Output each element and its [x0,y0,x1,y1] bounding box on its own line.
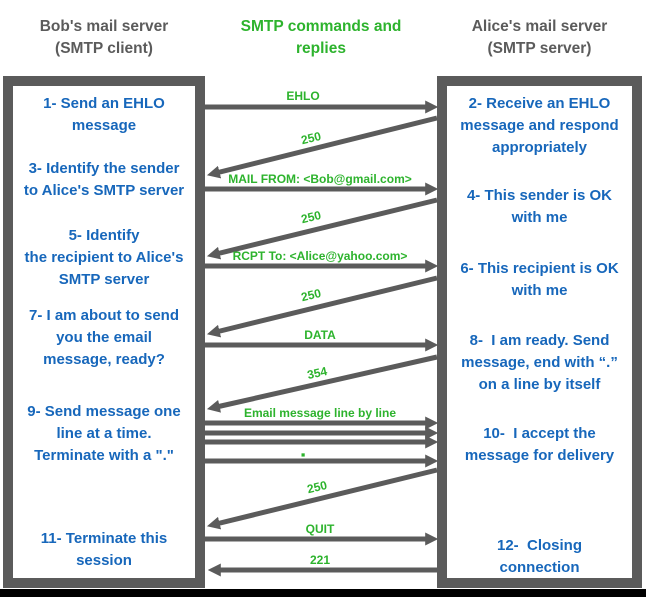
arrow-reply-250-4 [206,467,438,530]
arrow-label-250-4: 250 [306,478,329,496]
server-step-2: 2- Receive an EHLO message and respond a… [460,95,619,156]
arrow-reply-250-3 [206,275,438,338]
arrow-label-221: 221 [310,553,330,567]
arrow-label-354: 354 [306,364,329,382]
client-step-9: 9- Send message one line at a time. Term… [27,403,181,464]
server-box: 2- Receive an EHLO message and respond a… [437,76,642,588]
arrow-reply-354 [206,354,438,413]
client-header: Bob's mail server (SMTP client) [39,18,169,57]
arrow-label-mail-from: MAIL FROM: <Bob@gmail.com> [228,172,412,186]
arrow-label-250-3: 250 [300,286,323,304]
bottom-bar [0,589,646,597]
server-header: Alice's mail server (SMTP server) [471,18,608,57]
server-step-8: 8- I am ready. Send message, end with “.… [461,332,618,393]
arrow-label-250-2: 250 [300,208,323,226]
client-step-5: 5- Identify the recipient to Alice's SMT… [24,227,184,288]
server-step-10: 10- I accept the message for delivery [464,425,615,464]
arrow-label-rcpt-to: RCPT To: <Alice@yahoo.com> [233,249,408,263]
arrow-label-email-lines: Email message line by line [244,406,396,420]
client-step-3: 3- Identify the sender to Alice's SMTP s… [23,160,185,199]
server-step-4: 4- This sender is OK with me [466,187,613,226]
dot-square-icon: ▪ [301,447,306,462]
arrow-label-quit: QUIT [306,522,335,536]
client-step-11: 11- Terminate this session [40,530,168,569]
client-step-1: 1- Send an EHLO message [43,95,165,134]
server-step-6: 6- This recipient is OK with me [460,260,619,299]
server-step-12: 12- Closing connection [496,537,582,576]
arrow-label-data: DATA [304,328,336,342]
client-step-7: 7- I am about to send you the email mess… [28,307,179,368]
arrow-label-ehlo: EHLO [286,89,319,103]
arrow-label-250-1: 250 [300,129,323,147]
middle-header: SMTP commands and replies [240,18,402,57]
client-box: 1- Send an EHLO message 3- Identify the … [3,76,205,588]
arrow-reply-250-1 [206,115,438,179]
arrow-reply-250-2 [206,197,438,260]
